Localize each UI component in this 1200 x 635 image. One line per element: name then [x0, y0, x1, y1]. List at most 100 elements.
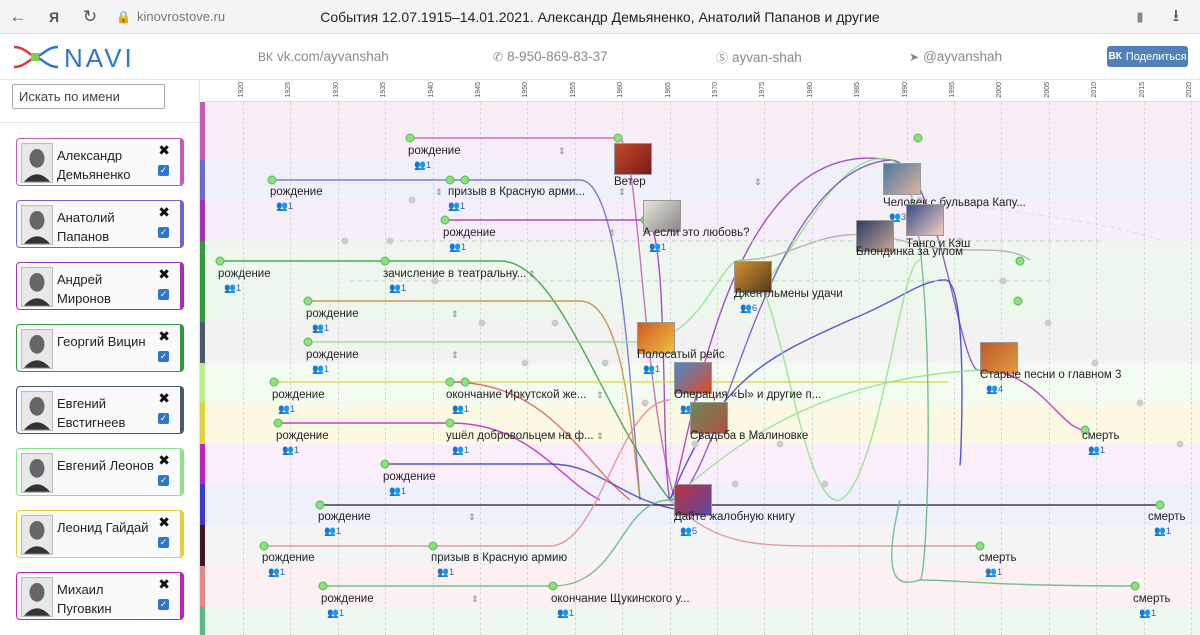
event-dot[interactable] [913, 133, 923, 143]
person-card[interactable]: Александр Демьяненко✖✓ [16, 138, 184, 186]
bookmark-icon[interactable]: ▮ [1136, 9, 1144, 24]
remove-person-icon[interactable]: ✖ [158, 576, 170, 592]
sort-arrows-icon[interactable]: ⇕ [435, 187, 443, 197]
event-dot[interactable] [380, 459, 390, 469]
event-label[interactable]: рождение [270, 186, 323, 198]
sort-arrows-icon[interactable]: ⇕ [468, 512, 476, 522]
event-label[interactable]: Блондинка за углом [856, 246, 964, 258]
event-label[interactable]: рождение [306, 308, 359, 320]
event-dot[interactable] [613, 133, 623, 143]
movie-poster[interactable] [883, 163, 921, 195]
event-dot[interactable] [1080, 425, 1090, 435]
search-input[interactable] [12, 84, 165, 109]
event-dot[interactable] [1130, 581, 1140, 591]
sort-arrows-icon[interactable]: ⇕ [618, 187, 626, 197]
event-label[interactable]: А если это любовь? [643, 227, 750, 239]
event-label[interactable]: рождение [306, 349, 359, 361]
remove-person-icon[interactable]: ✖ [158, 204, 170, 220]
event-label[interactable]: смерть [979, 552, 1017, 564]
event-label[interactable]: Ветер [614, 176, 646, 188]
event-dot[interactable] [303, 296, 313, 306]
person-card[interactable]: Евгений Евстигнеев✖✓ [16, 386, 184, 434]
event-label[interactable]: Танго и Кэш [906, 238, 971, 250]
movie-poster[interactable] [856, 220, 894, 252]
remove-person-icon[interactable]: ✖ [158, 328, 170, 344]
event-label[interactable]: рождение [218, 268, 271, 280]
movie-poster[interactable] [980, 342, 1018, 374]
event-label[interactable]: рождение [272, 389, 325, 401]
sort-arrows-icon[interactable]: ⇕ [596, 431, 604, 441]
movie-poster[interactable] [734, 261, 772, 293]
event-dot[interactable] [1013, 296, 1023, 306]
remove-person-icon[interactable]: ✖ [158, 452, 170, 468]
event-label[interactable]: смерть [1133, 593, 1171, 605]
movie-poster[interactable] [614, 143, 652, 175]
person-card[interactable]: Георгий Вицин✖✓ [16, 324, 184, 372]
sort-arrows-icon[interactable]: ⇕ [451, 350, 459, 360]
event-label[interactable]: рождение [276, 430, 329, 442]
event-label[interactable]: Операция «Ы» и другие п... [674, 389, 822, 401]
event-label[interactable]: рождение [443, 227, 496, 239]
address-bar[interactable]: kinovrostove.ru [136, 9, 226, 24]
event-dot[interactable] [445, 418, 455, 428]
remove-person-icon[interactable]: ✖ [158, 142, 170, 158]
telegram-link[interactable]: ➤@ayvanshah [909, 49, 1002, 64]
event-dot[interactable] [380, 256, 390, 266]
event-dot[interactable] [440, 215, 450, 225]
person-card[interactable]: Андрей Миронов✖✓ [16, 262, 184, 310]
event-label[interactable]: призыв в Красную армию [431, 552, 568, 564]
person-card[interactable]: Анатолий Папанов✖✓ [16, 200, 184, 248]
remove-person-icon[interactable]: ✖ [158, 390, 170, 406]
navi-logo[interactable]: NAVI [12, 42, 142, 73]
sort-arrows-icon[interactable]: ⇕ [471, 594, 479, 604]
event-dot[interactable] [445, 175, 455, 185]
event-dot[interactable] [273, 418, 283, 428]
event-dot[interactable] [428, 541, 438, 551]
movie-poster[interactable] [643, 200, 681, 232]
event-label[interactable]: рождение [262, 552, 315, 564]
event-label[interactable]: Полосатый рейс [637, 349, 725, 361]
event-dot[interactable] [315, 500, 325, 510]
sort-arrows-icon[interactable]: ⇕ [608, 228, 616, 238]
event-label[interactable]: ушёл добровольцем на ф... [446, 430, 594, 442]
person-visible-checkbox[interactable]: ✓ [158, 227, 169, 238]
movie-poster[interactable] [674, 362, 712, 394]
sort-arrows-icon[interactable]: ⇕ [528, 269, 536, 279]
sort-arrows-icon[interactable]: ⇕ [754, 177, 762, 187]
yandex-icon[interactable]: Я [48, 8, 60, 25]
sort-arrows-icon[interactable]: ⇕ [451, 309, 459, 319]
person-visible-checkbox[interactable]: ✓ [158, 537, 169, 548]
back-icon[interactable]: ← [9, 6, 27, 26]
remove-person-icon[interactable]: ✖ [158, 266, 170, 282]
sort-arrows-icon[interactable]: ⇕ [558, 146, 566, 156]
phone-link[interactable]: ✆8-950-869-83-37 [493, 49, 608, 64]
event-dot[interactable] [460, 377, 470, 387]
reload-icon[interactable]: ↻ [82, 6, 98, 26]
person-visible-checkbox[interactable]: ✓ [158, 165, 169, 176]
event-dot[interactable] [548, 581, 558, 591]
event-label[interactable]: призыв в Красную арми... [448, 186, 586, 198]
person-visible-checkbox[interactable]: ✓ [158, 289, 169, 300]
event-dot[interactable] [303, 337, 313, 347]
download-icon[interactable]: ⭳ [1173, 5, 1179, 25]
event-label[interactable]: рождение [318, 511, 371, 523]
event-label[interactable]: смерть [1082, 430, 1120, 442]
event-label[interactable]: Старые песни о главном 3 [980, 369, 1122, 381]
event-label[interactable]: Джентльмены удачи [734, 288, 843, 300]
event-label[interactable]: окончание Иркутской же... [446, 389, 587, 401]
event-dot[interactable] [269, 377, 279, 387]
event-dot[interactable] [405, 133, 415, 143]
event-label[interactable]: рождение [408, 145, 461, 157]
event-label[interactable]: рождение [321, 593, 374, 605]
person-visible-checkbox[interactable]: ✓ [158, 413, 169, 424]
event-dot[interactable] [215, 256, 225, 266]
event-dot[interactable] [460, 175, 470, 185]
event-label[interactable]: Свадьба в Малиновке [690, 430, 809, 442]
event-dot[interactable] [318, 581, 328, 591]
person-card[interactable]: Евгений Леонов✖✓ [16, 448, 184, 496]
event-dot[interactable] [1155, 500, 1165, 510]
event-label[interactable]: смерть [1148, 511, 1186, 523]
